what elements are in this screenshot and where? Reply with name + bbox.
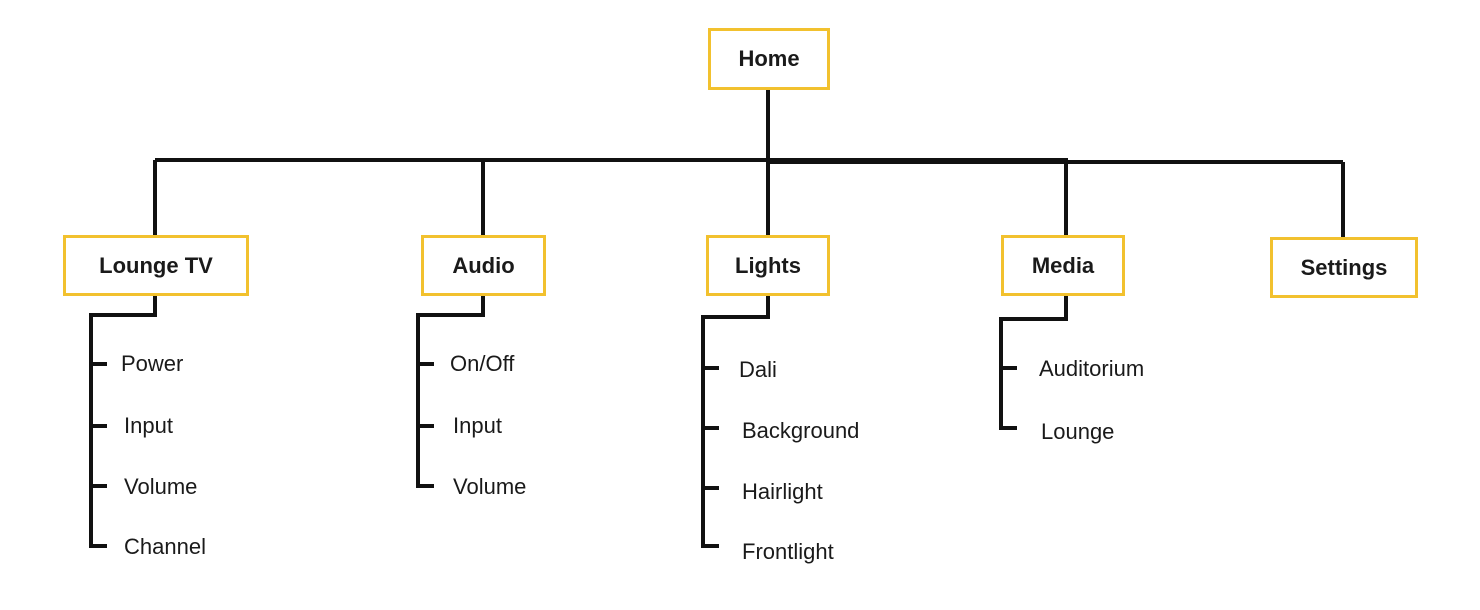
node-home[interactable]: Home: [708, 28, 830, 90]
item-audio-input[interactable]: Input: [453, 413, 502, 438]
item-lights-hairlight[interactable]: Hairlight: [742, 479, 823, 504]
node-audio[interactable]: Audio: [421, 235, 546, 296]
node-lights[interactable]: Lights: [706, 235, 830, 296]
node-media[interactable]: Media: [1001, 235, 1125, 296]
branch-lounge-tv: [89, 295, 157, 548]
node-audio-label: Audio: [452, 252, 515, 278]
branch-lights: [701, 295, 770, 548]
node-settings-label: Settings: [1300, 254, 1388, 280]
item-lounge-tv-power[interactable]: Power: [121, 351, 184, 376]
item-lounge-tv-input[interactable]: Input: [124, 413, 173, 438]
item-media-lounge[interactable]: Lounge: [1041, 419, 1115, 444]
node-lights-label: Lights: [735, 252, 801, 278]
node-lounge-tv-label: Lounge TV: [99, 252, 213, 278]
node-media-label: Media: [1031, 252, 1095, 278]
node-home-label: Home: [738, 46, 800, 71]
item-lounge-tv-volume[interactable]: Volume: [124, 474, 198, 499]
item-lounge-tv-channel[interactable]: Channel: [124, 534, 206, 559]
item-audio-on-off[interactable]: On/Off: [450, 351, 515, 376]
item-audio-volume[interactable]: Volume: [453, 474, 527, 499]
item-lights-dali[interactable]: Dali: [739, 357, 777, 382]
item-media-auditorium[interactable]: Auditorium: [1039, 356, 1145, 381]
branch-audio: [416, 295, 485, 488]
item-lights-frontlight[interactable]: Frontlight: [742, 539, 834, 564]
branch-media: [999, 295, 1068, 430]
node-lounge-tv[interactable]: Lounge TV: [63, 235, 249, 296]
item-lights-background[interactable]: Background: [742, 418, 860, 443]
node-settings[interactable]: Settings: [1270, 237, 1418, 298]
